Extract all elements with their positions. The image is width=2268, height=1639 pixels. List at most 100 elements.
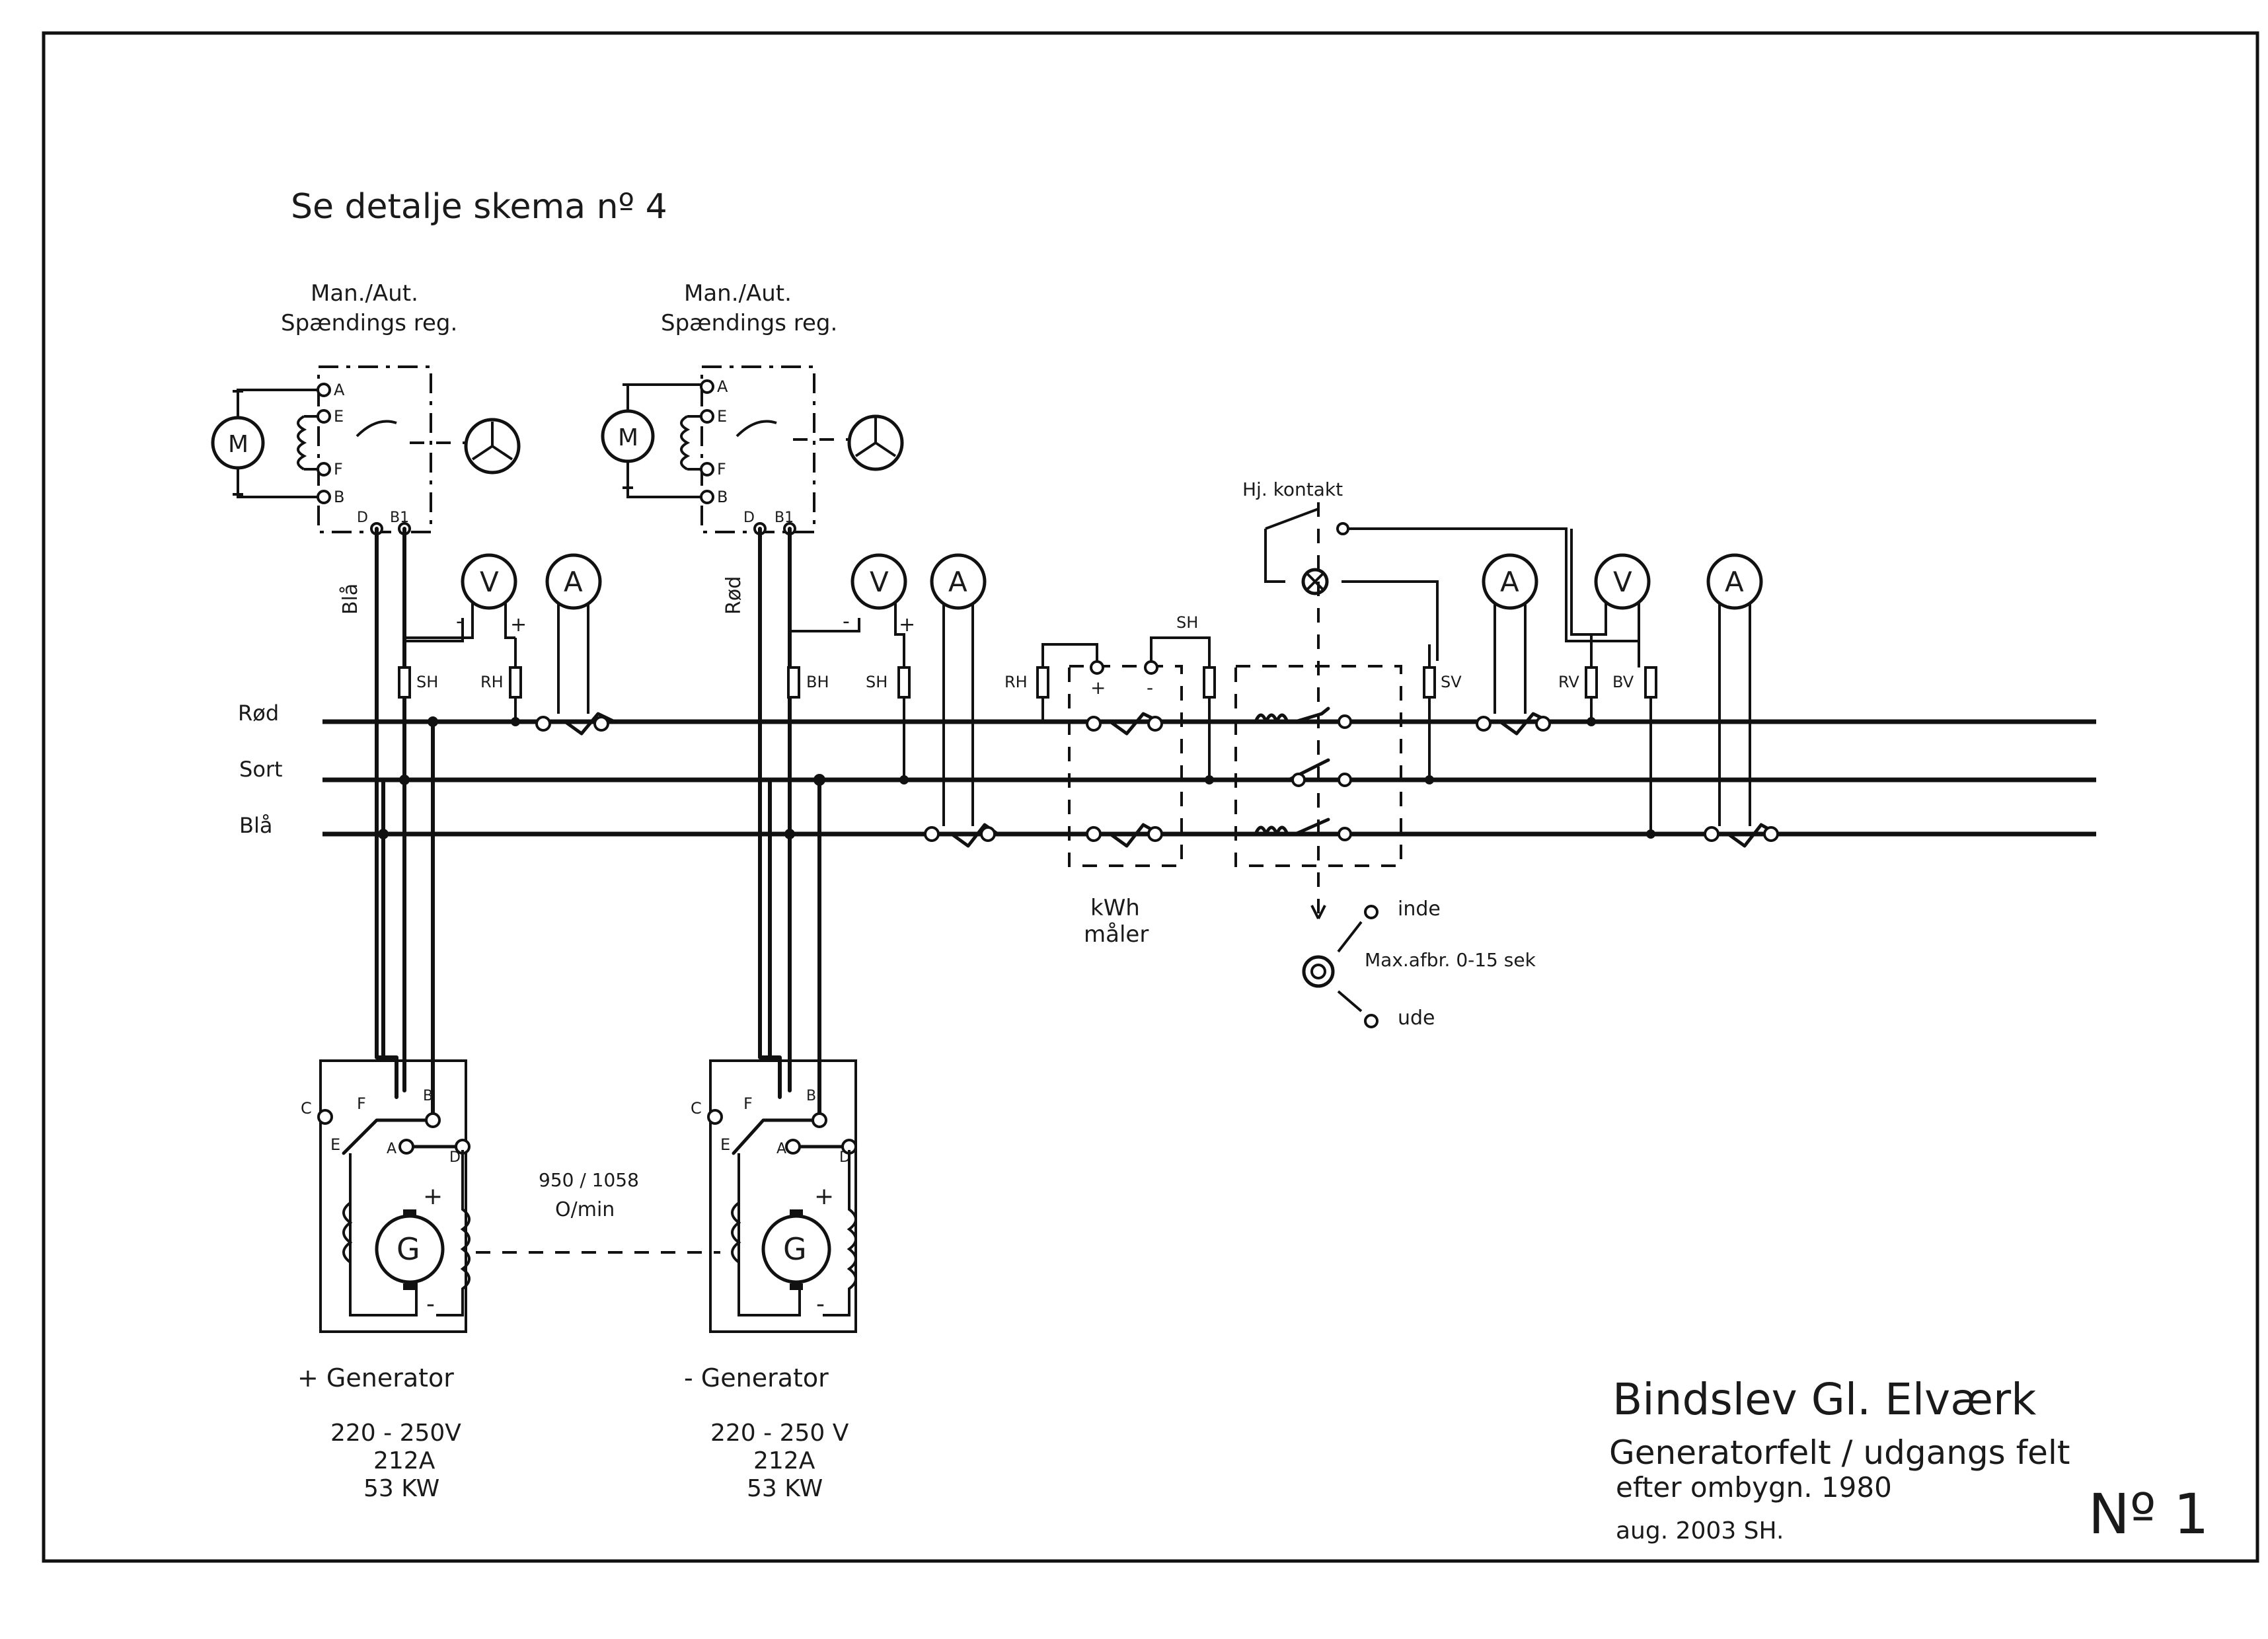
reg2-term-e: E <box>717 407 727 426</box>
gen1-term-d: D <box>449 1149 461 1166</box>
gen2-plus: + <box>814 1183 834 1210</box>
gen2-term-a: A <box>776 1141 786 1157</box>
timer-note: Max.afbr. 0-15 sek <box>1365 949 1536 971</box>
gen2-term-b: B <box>806 1088 816 1104</box>
generator-1-feeders: SH RH V - + A <box>375 527 617 1125</box>
generator-2-current: 212A <box>753 1447 815 1474</box>
voltmeter-1-symbol: V <box>480 566 499 598</box>
voltmeter-2-plus: + <box>899 613 915 636</box>
gen2-term-e: E <box>720 1135 730 1154</box>
voltmeter-1-plus: + <box>510 613 527 636</box>
drawing-frame <box>42 31 2259 1563</box>
shunt-rh-1: RH <box>480 673 504 691</box>
ammeter-4 <box>1706 553 1763 610</box>
reg2-term-b: B <box>717 488 728 506</box>
reg1-term-b: B <box>334 488 344 506</box>
generator-1-name: + Generator <box>297 1363 454 1392</box>
gen1-term-a: A <box>387 1141 397 1157</box>
gen1-plus: + <box>423 1183 443 1210</box>
kwh-meter: RH + - SH kWh måler <box>1004 613 1216 948</box>
generator-1-voltage: 220 - 250V <box>330 1420 461 1447</box>
generator-2: C F B E A D G + - - Generator 220 - 250 … <box>684 1059 857 1502</box>
ammeter-1 <box>545 553 602 610</box>
generator-2-name: - Generator <box>684 1363 829 1392</box>
title-line-4: aug. 2003 SH. <box>1616 1517 1784 1544</box>
regulator-2-wire-label: Rød <box>722 576 745 615</box>
shunt-bh-2: BH <box>806 673 829 691</box>
reg2-term-f: F <box>717 460 726 478</box>
gen2-term-f: F <box>743 1094 753 1113</box>
ammeter-3 <box>1482 553 1538 610</box>
ammeter-1-symbol: A <box>564 566 583 598</box>
bus-label-blaa: Blå <box>239 813 272 838</box>
output-side: SV A RV V BV A <box>1423 529 1780 848</box>
speed-label-2: O/min <box>555 1198 615 1221</box>
sheet-number: Nº 1 <box>2088 1482 2209 1546</box>
regulator-1-title-1: Man./Aut. <box>311 280 418 307</box>
regulator-1-motor-symbol: M <box>228 431 248 458</box>
reg2-term-d: D <box>743 510 755 526</box>
gen2-term-c: C <box>691 1099 702 1118</box>
title-line-3: efter ombygn. 1980 <box>1616 1471 1892 1504</box>
shunt-sh-2: SH <box>866 673 888 691</box>
timer-in: inde <box>1398 897 1441 921</box>
gen1-term-e: E <box>330 1135 340 1154</box>
gen1-minus: - <box>426 1291 435 1318</box>
reg2-term-a: A <box>717 377 728 396</box>
generator-2-feeders: BH SH V - + A <box>758 527 1000 1125</box>
kwh-label-1: kWh <box>1090 895 1140 921</box>
reg1-term-a: A <box>334 381 345 399</box>
title-line-1: Bindslev Gl. Elværk <box>1612 1374 2037 1425</box>
generator-1-power: 53 KW <box>363 1475 439 1502</box>
ammeter-2-symbol: A <box>948 566 967 598</box>
title-block: Bindslev Gl. Elværk Generatorfelt / udga… <box>1609 1374 2209 1546</box>
generator-2-power: 53 KW <box>747 1475 823 1502</box>
voltmeter-3 <box>1594 553 1651 610</box>
shunt-rv: RV <box>1558 673 1579 691</box>
kwh-shunt-sh: SH <box>1176 613 1198 632</box>
regulator-1-wire-label: Blå <box>339 584 362 615</box>
regulator-2: Man./Aut. Spændings reg. M A E F B D B1 … <box>601 280 904 615</box>
regulator-2-title-2: Spændings reg. <box>661 310 837 336</box>
shunt-sh-1: SH <box>416 673 438 691</box>
bus-label-rod: Rød <box>238 701 279 726</box>
shunt-bv: BV <box>1612 673 1634 691</box>
speed-label-1: 950 / 1058 <box>539 1169 639 1191</box>
ammeter-2 <box>930 553 987 610</box>
kwh-shunt-rh: RH <box>1004 673 1028 691</box>
kwh-label-2: måler <box>1084 921 1149 948</box>
regulator-2-motor-symbol: M <box>618 424 638 451</box>
voltmeter-2 <box>850 553 907 610</box>
voltmeter-1-minus: - <box>456 610 463 633</box>
reg1-term-f: F <box>334 460 343 478</box>
title-line-2: Generatorfelt / udgangs felt <box>1609 1433 2070 1472</box>
reg1-term-d: D <box>357 510 368 526</box>
timer-out: ude <box>1398 1007 1435 1030</box>
voltmeter-3-symbol: V <box>1613 566 1632 598</box>
voltmeter-1 <box>461 553 517 610</box>
ammeter-3-symbol: A <box>1500 566 1519 598</box>
ammeter-4-symbol: A <box>1725 566 1744 598</box>
generator-1-symbol: G <box>397 1231 420 1267</box>
voltmeter-2-symbol: V <box>870 566 889 598</box>
gen1-term-b: B <box>423 1088 433 1104</box>
generator-1: C F B E A D G + - + Generator 220 - 250V… <box>297 1059 471 1502</box>
gen1-term-f: F <box>357 1094 366 1113</box>
generator-2-voltage: 220 - 250 V <box>710 1420 849 1447</box>
kwh-plus: + <box>1090 677 1106 699</box>
relay-label: Hj. kontakt <box>1242 478 1343 500</box>
main-contactor: Hj. kontakt inde Max.afbr. 0-15 sek ude <box>1227 478 1640 1030</box>
bus-label-sort: Sort <box>239 757 283 782</box>
kwh-minus: - <box>1147 677 1153 699</box>
voltmeter-2-minus: - <box>843 610 850 633</box>
shunt-sv: SV <box>1441 673 1462 691</box>
regulator-2-title-1: Man./Aut. <box>684 280 792 307</box>
regulator-1: Man./Aut. Spændings reg. M A E F B D B1 … <box>211 280 521 615</box>
regulator-1-title-2: Spændings reg. <box>281 310 457 336</box>
reference-note: Se detalje skema nº 4 <box>291 187 667 227</box>
timer-icon <box>1302 955 1335 988</box>
generator-2-symbol: G <box>783 1231 807 1267</box>
generator-1-current: 212A <box>373 1447 435 1474</box>
reg1-term-e: E <box>334 407 344 426</box>
